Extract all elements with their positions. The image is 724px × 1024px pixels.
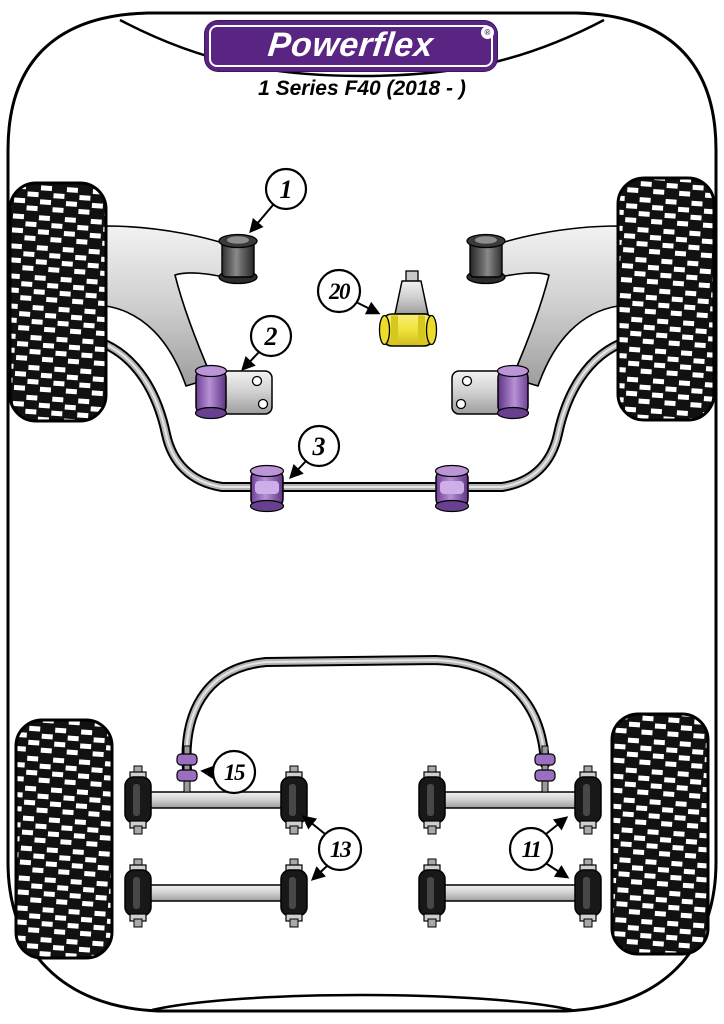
callout-11[interactable]: 11 — [508, 816, 570, 879]
front-right-tire — [616, 176, 716, 422]
callout-3-arrow — [289, 460, 307, 480]
callout-11-badge — [508, 826, 554, 872]
callout-3[interactable]: 3 — [289, 424, 341, 480]
front-left-tire — [8, 181, 108, 423]
powerflex-logo: Powerflex ® — [205, 21, 497, 71]
brand-name: Powerflex — [266, 25, 436, 64]
callout-2-number: 2 — [264, 322, 278, 351]
rear-anti-roll-bar — [181, 654, 550, 775]
car-body-outline — [6, 11, 718, 1013]
callout-11-number: 11 — [522, 837, 541, 862]
front-anti-roll-bar — [92, 336, 632, 492]
callout-15-number: 15 — [224, 760, 245, 785]
callout-20-arrow — [355, 301, 381, 315]
callout-13-arrow-upper — [301, 815, 326, 835]
callout-15-badge — [211, 749, 257, 795]
callout-13-badge — [317, 826, 363, 872]
callout-2[interactable]: 2 — [241, 314, 293, 372]
callout-20-number: 20 — [328, 279, 351, 304]
callout-15[interactable]: 15 — [200, 749, 257, 795]
callout-15-arrow — [200, 765, 215, 780]
rear-window-line — [151, 993, 573, 1012]
powerflex-logo-border: Powerflex — [209, 25, 493, 67]
front-arb-bushing-right — [434, 464, 470, 513]
callout-20-badge — [316, 268, 362, 314]
callout-1-number: 1 — [280, 175, 293, 204]
rear-right-tire — [610, 712, 710, 956]
callout-2-badge — [249, 314, 293, 358]
callout-1-badge — [264, 167, 308, 211]
callout-13-arrow-lower — [310, 865, 328, 881]
rear-arb-drop-link-right — [534, 745, 556, 793]
callout-3-number: 3 — [312, 432, 326, 461]
callout-13-number: 13 — [330, 837, 351, 862]
callout-2-arrow — [241, 351, 260, 372]
callout-13[interactable]: 13 — [301, 815, 363, 881]
callout-20[interactable]: 20 — [316, 268, 381, 315]
lower-engine-mount — [378, 270, 438, 347]
vehicle-model-title: 1 Series F40 (2018 - ) — [258, 77, 466, 100]
rear-left-tire — [14, 718, 114, 960]
callout-11-arrow-upper — [545, 816, 569, 835]
callout-1[interactable]: 1 — [249, 167, 308, 234]
front-arb-bushing-left — [249, 464, 285, 513]
registered-trademark-icon: ® — [481, 26, 494, 39]
callout-3-badge — [297, 424, 341, 468]
windshield-line — [119, 18, 605, 78]
callout-1-arrow — [249, 204, 274, 234]
callout-11-arrow-lower — [546, 863, 570, 879]
rear-arb-drop-link-left — [176, 745, 198, 793]
